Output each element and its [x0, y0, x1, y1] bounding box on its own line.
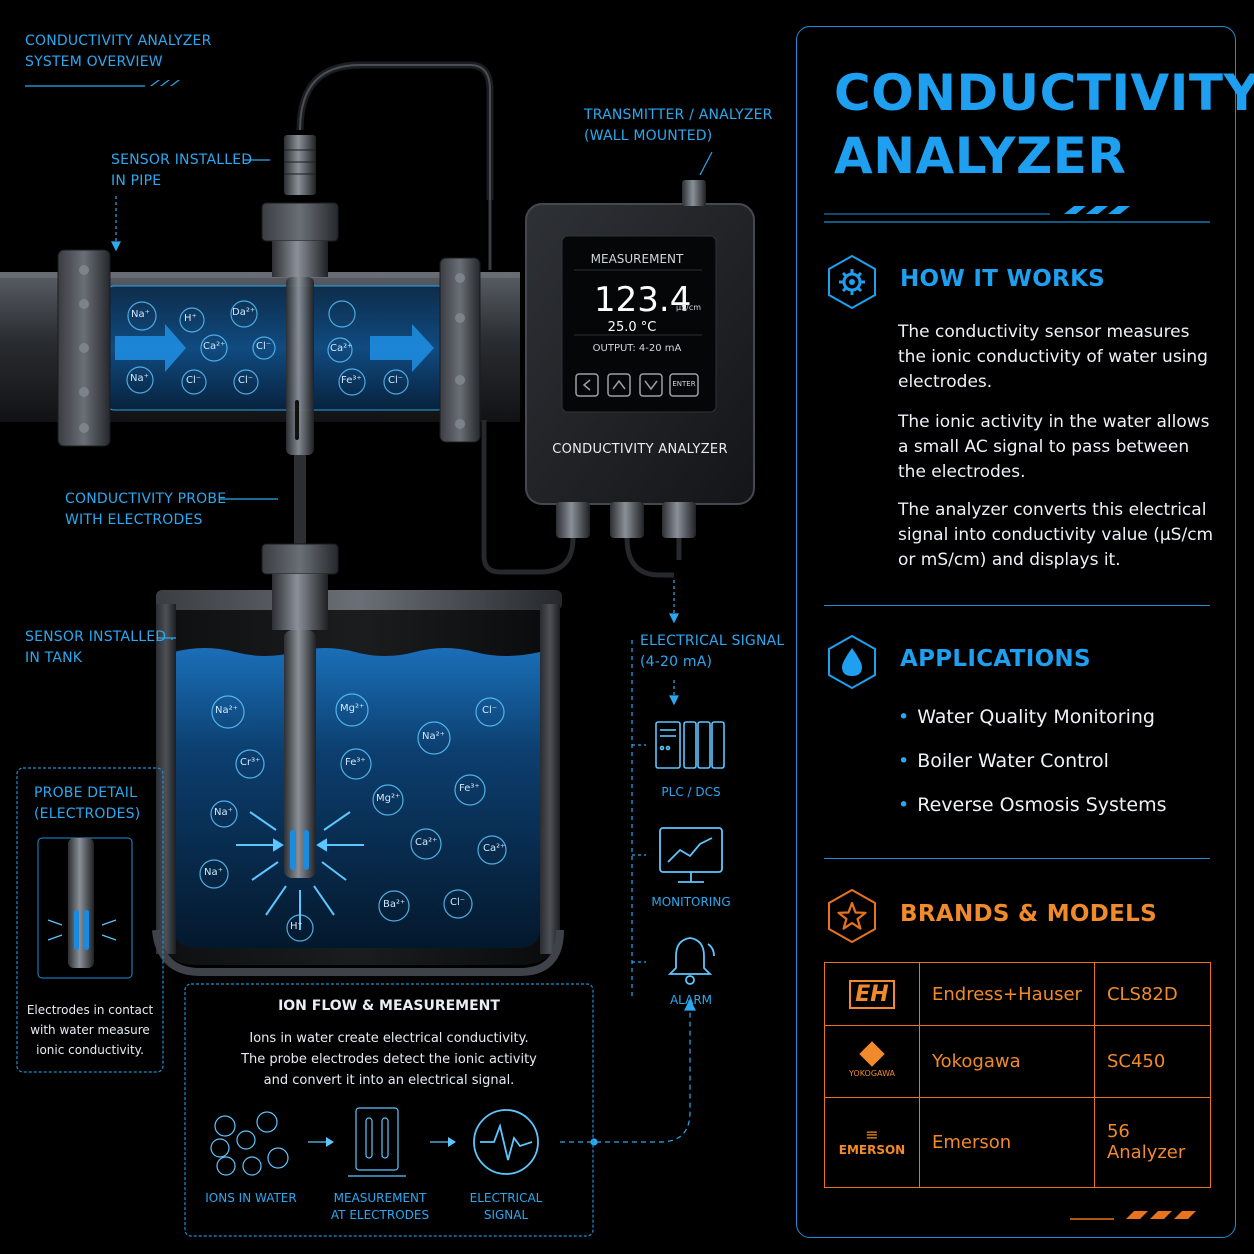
ion-label: Na⁺ [131, 309, 150, 320]
ion-label: Cl⁻ [388, 375, 404, 386]
analyzer-name: CONDUCTIVITY ANALYZER [552, 442, 728, 457]
emerson-mark-icon: ≡ [865, 1125, 879, 1145]
system-diagram [0, 61, 755, 1237]
ion-label: Mg²⁺ [340, 703, 365, 714]
ion-flow-title: ION FLOW & MEASUREMENT [278, 998, 500, 1014]
label-monitoring: MONITORING [651, 895, 731, 909]
yokogawa-logo: YOKOGAWA [824, 1025, 920, 1098]
how-paragraph-1: The conductivity sensor measures the ion… [898, 322, 1208, 392]
label-transmitter: TRANSMITTER / ANALYZER (WALL MOUNTED) [584, 107, 773, 144]
ion-label: Ca²⁺ [483, 843, 506, 854]
probe-detail-caption: Electrodes in contact with water measure… [26, 1003, 154, 1057]
ion-label: Da²⁺ [232, 307, 256, 318]
ion-label: Na⁺ [204, 867, 223, 878]
ion-label: Na⁺ [214, 807, 233, 818]
ion-label: Fe³⁺ [341, 375, 362, 386]
ion-label: Cl⁻ [450, 897, 466, 908]
application-item: •Reverse Osmosis Systems [898, 794, 1167, 816]
bottom-accent [1070, 1211, 1196, 1220]
overview-title: CONDUCTIVITY ANALYZER SYSTEM OVERVIEW [25, 33, 212, 70]
info-panel [796, 26, 1236, 1238]
panel-title: CONDUCTIVITY ANALYZER [834, 64, 1254, 185]
ion-label: Cl⁻ [238, 375, 254, 386]
ion-label: Na²⁺ [422, 731, 445, 742]
brand-name: Endress+Hauser [919, 961, 1095, 1027]
how-paragraph-2: The ionic activity in the water allows a… [898, 412, 1210, 482]
title-divider [824, 206, 1210, 223]
ion-label: Ca²⁺ [330, 343, 353, 354]
step-measurement: MEASUREMENT AT ELECTRODES [330, 1191, 430, 1222]
ion-flow-text: Ions in water create electrical conducti… [241, 1031, 537, 1088]
applications-heading: APPLICATIONS [900, 646, 1091, 672]
bullet-icon: • [898, 794, 910, 816]
ion-label: Ca²⁺ [415, 837, 438, 848]
step-ions-in-water: IONS IN WATER [205, 1191, 297, 1205]
brands-table: EH Endress+Hauser CLS82D YOKOGAWA Yokoga… [824, 961, 1212, 1189]
water-drop-icon [828, 634, 876, 690]
how-it-works-heading: HOW IT WORKS [900, 266, 1106, 292]
model-name: CLS82D [1093, 961, 1212, 1027]
table-row: YOKOGAWA Yokogawa SC450 [824, 1025, 1212, 1098]
diamond-icon [859, 1041, 885, 1067]
ion-label: Ca²⁺ [203, 341, 226, 352]
application-item: •Water Quality Monitoring [898, 706, 1155, 728]
bullet-icon: • [898, 750, 910, 772]
measurement-unit: µS/cm [676, 303, 702, 312]
model-name: 56 Analyzer [1093, 1096, 1212, 1189]
probe-detail-title: PROBE DETAIL (ELECTRODES) [34, 785, 141, 822]
gear-icon [828, 254, 876, 310]
table-row: EH Endress+Hauser CLS82D [824, 961, 1212, 1027]
ion-label: Cr³⁺ [240, 757, 261, 768]
table-row: ≡ EMERSON Emerson 56 Analyzer [824, 1096, 1212, 1189]
label-electrical-signal: ELECTRICAL SIGNAL (4-20 mA) [640, 633, 785, 670]
label-sensor-in-tank: SENSOR INSTALLED IN TANK [25, 629, 167, 666]
output-label: OUTPUT: 4-20 mA [592, 343, 682, 354]
label-conductivity-probe: CONDUCTIVITY PROBE WITH ELECTRODES [65, 491, 227, 528]
ion-label: Na²⁺ [215, 705, 238, 716]
label-alarm: ALARM [669, 993, 713, 1007]
ion-label: Cl⁻ [256, 341, 272, 352]
application-item: •Boiler Water Control [898, 750, 1109, 772]
label-plc-dcs: PLC / DCS [661, 785, 721, 799]
emerson-logo: ≡ EMERSON [824, 1096, 920, 1189]
section-divider [824, 858, 1210, 859]
ion-label: Cl⁻ [186, 375, 202, 386]
measurement-value: 123.4 [594, 280, 692, 320]
ion-label: Fe³⁺ [459, 783, 480, 794]
temperature-value: 25.0 °C [607, 320, 657, 335]
ion-label: Mg²⁺ [376, 793, 401, 804]
ion-label: Ba²⁺ [383, 899, 406, 910]
ion-label: H⁺ [290, 921, 303, 932]
star-icon [828, 888, 876, 944]
ion-label: Cl⁻ [482, 705, 498, 716]
section-divider [824, 605, 1210, 606]
measurement-label: MEASUREMENT [590, 252, 684, 266]
ion-label: Fe³⁺ [345, 757, 366, 768]
enter-button: ENTER [672, 380, 696, 388]
step-electrical-signal: ELECTRICAL SIGNAL [469, 1191, 543, 1222]
model-name: SC450 [1093, 1025, 1212, 1098]
bullet-icon: • [898, 706, 910, 728]
ion-label: H⁺ [184, 313, 197, 324]
endress-hauser-logo: EH [824, 961, 920, 1027]
ion-label: Na⁺ [130, 373, 149, 384]
how-paragraph-3: The analyzer converts this electrical si… [898, 500, 1214, 570]
label-sensor-in-pipe: SENSOR INSTALLED IN PIPE [111, 152, 253, 189]
brands-heading: BRANDS & MODELS [900, 901, 1157, 927]
brand-name: Emerson [919, 1096, 1095, 1189]
brand-name: Yokogawa [919, 1025, 1095, 1098]
